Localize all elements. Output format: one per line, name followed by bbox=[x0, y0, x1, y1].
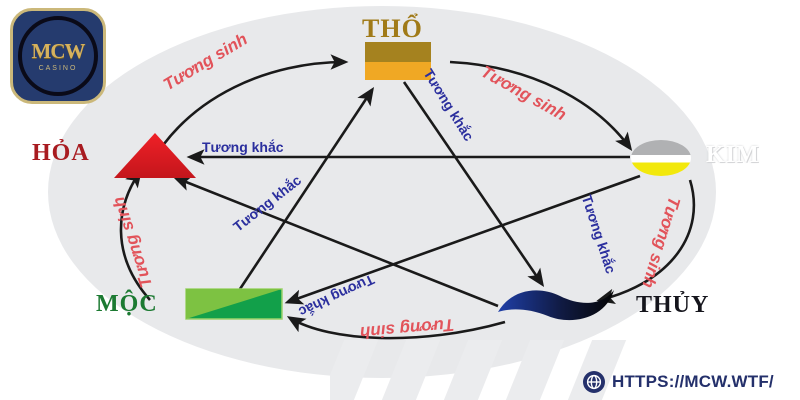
element-shape-moc bbox=[185, 288, 283, 320]
element-shape-hoa bbox=[114, 133, 196, 178]
element-label-hoa: HỎA bbox=[32, 140, 90, 166]
mcw-casino-logo[interactable]: MCW CASINO bbox=[10, 8, 106, 104]
cycle-label-khac-hoa-kim: Tương khắc bbox=[202, 139, 284, 155]
line-kim-moc bbox=[284, 174, 641, 305]
logo-subtitle: CASINO bbox=[38, 64, 78, 72]
sinh-arcs bbox=[119, 54, 696, 340]
element-label-thuy: THỦY bbox=[636, 292, 710, 318]
line-thuy-hoa bbox=[172, 176, 499, 308]
element-label-moc: MỘC bbox=[96, 291, 158, 317]
arc-kim-to-thuy bbox=[596, 179, 696, 305]
arc-hoa-to-tho bbox=[148, 54, 349, 166]
element-label-tho: THỔ bbox=[362, 14, 423, 43]
site-watermark[interactable]: HTTPS://MCW.WTF/ bbox=[583, 371, 774, 393]
arc-thuy-to-moc bbox=[286, 316, 506, 340]
watermark-url: HTTPS://MCW.WTF/ bbox=[612, 372, 774, 391]
line-tho-thuy bbox=[402, 81, 545, 288]
khac-lines bbox=[172, 81, 641, 308]
arc-moc-to-hoa bbox=[119, 169, 151, 301]
logo-ring: MCW CASINO bbox=[18, 16, 98, 96]
element-label-kim: KIM bbox=[706, 142, 760, 168]
logo-wordmark: MCW bbox=[31, 38, 86, 63]
globe-icon bbox=[583, 371, 605, 393]
element-shape-kim bbox=[631, 140, 691, 176]
element-shape-thuy bbox=[498, 290, 614, 321]
element-shape-tho bbox=[365, 42, 431, 80]
arc-tho-to-kim bbox=[449, 60, 633, 151]
line-moc-tho bbox=[236, 86, 375, 293]
